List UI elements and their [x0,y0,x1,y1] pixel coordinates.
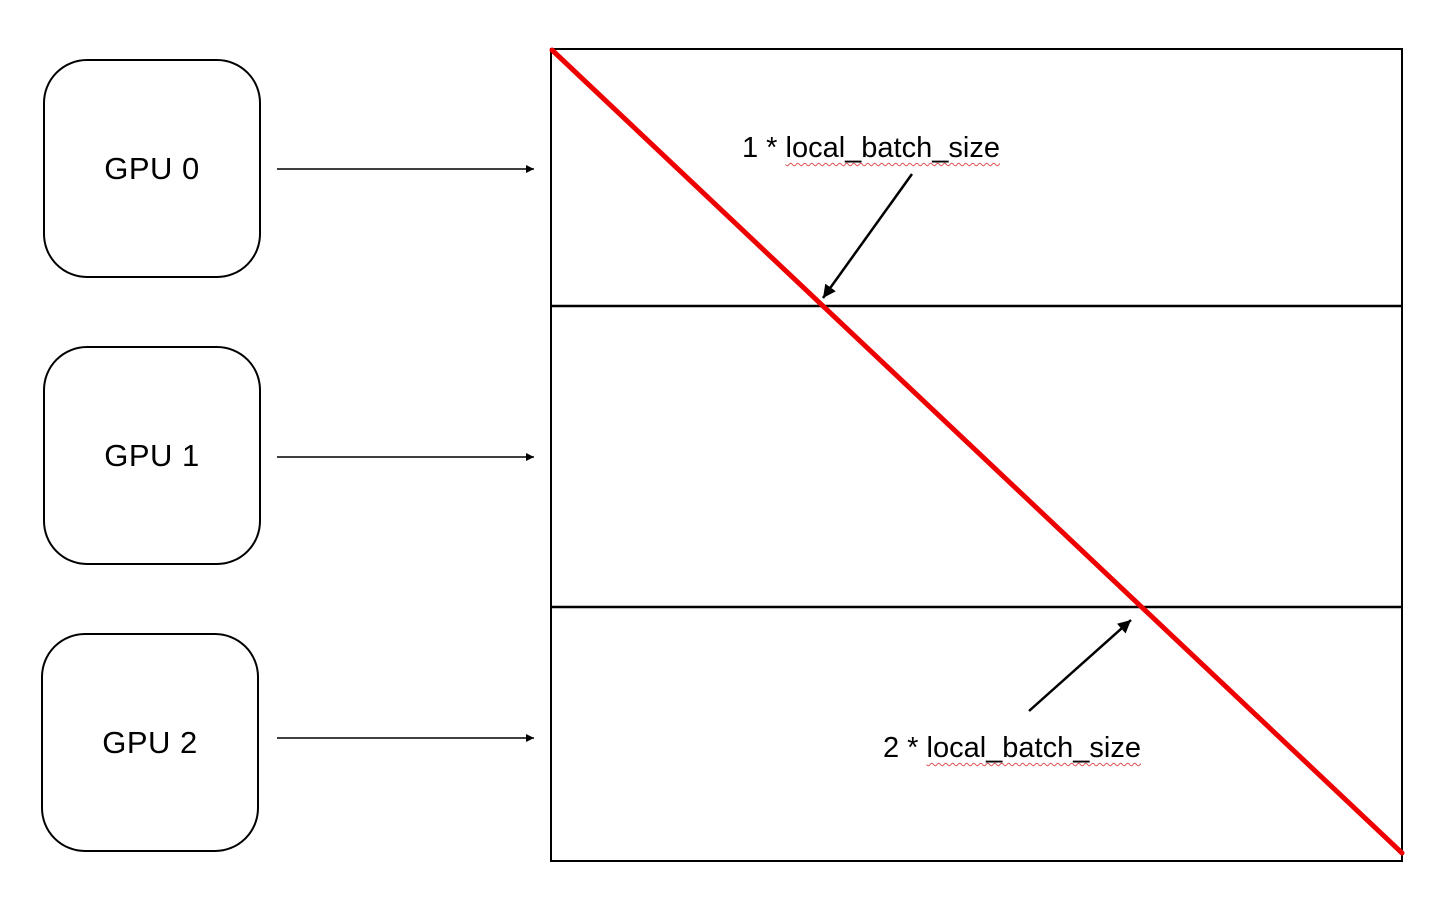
annotation-2-variable: local_batch_size [926,732,1141,764]
diagonal-line [549,47,1405,856]
annotation-2-arrow [1028,619,1132,712]
gpu-0-box: GPU 0 [43,59,261,278]
annotation-1: 1 * local_batch_size [742,132,1000,165]
annotation-1-variable: local_batch_size [785,132,1000,164]
gpu-0-label: GPU 0 [104,150,200,186]
annotation-1-prefix: 1 * [742,132,786,164]
gpu-1-box: GPU 1 [43,346,261,565]
gpu-2-label: GPU 2 [102,724,198,760]
annotation-1-arrow [821,173,914,299]
annotation-2: 2 * local_batch_size [883,732,1141,765]
gpu-2-box: GPU 2 [41,633,259,852]
matrix-rect [550,48,1403,862]
annotation-2-prefix: 2 * [883,732,927,764]
gpu-1-label: GPU 1 [104,437,200,473]
